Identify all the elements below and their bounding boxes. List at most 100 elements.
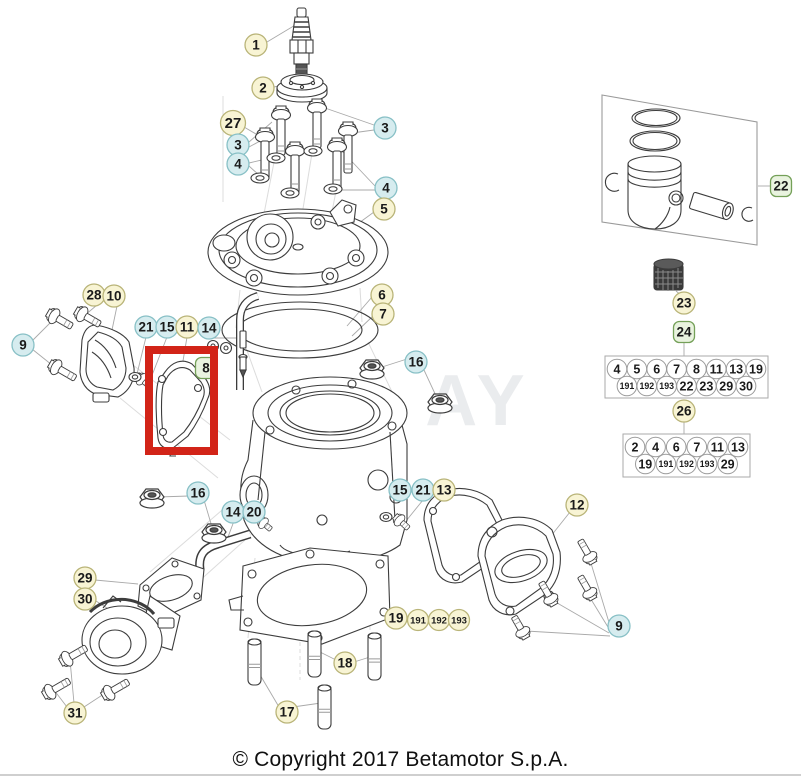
cylinder-stud[interactable]	[307, 630, 322, 678]
cylinder-stud[interactable]	[317, 684, 332, 730]
strip-ref-6[interactable]: 6	[646, 358, 668, 380]
strip-ref-11[interactable]: 11	[705, 358, 727, 380]
bolt[interactable]	[574, 536, 600, 566]
bolt[interactable]	[40, 674, 74, 703]
callout-14[interactable]: 14	[221, 500, 245, 524]
bolt[interactable]	[254, 127, 276, 180]
valve-cover[interactable]	[79, 324, 135, 403]
callout-29[interactable]: 29	[73, 566, 97, 590]
callout-5[interactable]: 5	[372, 197, 396, 221]
dowel-pin[interactable]	[239, 330, 247, 349]
plug-seal[interactable]	[276, 73, 328, 103]
water-hose[interactable]	[195, 529, 252, 571]
callout-4[interactable]: 4	[226, 152, 250, 176]
strip-ref-192[interactable]: 192	[676, 453, 697, 475]
strip-ref-6[interactable]: 6	[665, 436, 687, 458]
callout-193[interactable]: 193	[447, 608, 471, 632]
bolt[interactable]	[99, 675, 133, 704]
callout-24[interactable]: 24	[672, 320, 696, 344]
flange-nut[interactable]	[427, 393, 453, 414]
strip-ref-192[interactable]: 192	[636, 375, 658, 397]
bolt[interactable]	[284, 141, 306, 194]
callout-2[interactable]: 2	[251, 76, 275, 100]
cylinder[interactable]	[239, 376, 408, 565]
washer[interactable]	[266, 152, 286, 164]
bolt[interactable]	[574, 572, 600, 602]
cylinder-stud[interactable]	[367, 632, 382, 681]
callout-15[interactable]: 15	[155, 315, 179, 339]
strip-ref-193[interactable]: 193	[696, 453, 718, 475]
callout-7[interactable]: 7	[371, 302, 395, 326]
callout-1[interactable]: 1	[244, 33, 268, 57]
strip-ref-11[interactable]: 11	[707, 436, 728, 458]
callout-21[interactable]: 21	[411, 478, 435, 502]
callout-3[interactable]: 3	[373, 116, 397, 140]
strip-ref-30[interactable]: 30	[735, 375, 757, 397]
strip-ref-7[interactable]: 7	[666, 358, 687, 380]
bolt[interactable]	[535, 578, 561, 608]
bolt[interactable]	[507, 613, 533, 642]
washer[interactable]	[280, 187, 300, 199]
callout-23[interactable]: 23	[672, 291, 696, 315]
callout-191[interactable]: 191	[406, 608, 430, 632]
callout-19[interactable]: 19	[384, 606, 408, 630]
flange-nut[interactable]	[359, 359, 385, 380]
strip-ref-22[interactable]: 22	[676, 375, 697, 397]
washer[interactable]	[128, 371, 142, 383]
strip-ref-8[interactable]: 8	[686, 358, 707, 380]
strip-ref-7[interactable]: 7	[686, 436, 708, 458]
callout-22[interactable]: 22	[769, 174, 793, 198]
bolt[interactable]	[46, 356, 80, 385]
intake-manifold[interactable]	[81, 595, 181, 675]
strip-ref-13[interactable]: 13	[725, 358, 747, 380]
strip-ref-29[interactable]: 29	[717, 453, 739, 475]
bolt[interactable]	[44, 305, 76, 333]
callout-9[interactable]: 9	[607, 614, 631, 638]
strip-ref-19[interactable]: 19	[745, 358, 767, 380]
washer[interactable]	[303, 145, 323, 157]
callout-21[interactable]: 21	[134, 315, 158, 339]
callout-17[interactable]: 17	[275, 700, 299, 724]
strip-ref-4[interactable]: 4	[645, 436, 666, 458]
callout-31[interactable]: 31	[63, 701, 87, 725]
callout-20[interactable]: 20	[242, 500, 266, 524]
valve-cover-gasket[interactable]	[155, 360, 211, 457]
bolt[interactable]	[72, 303, 104, 331]
bolt[interactable]	[326, 137, 348, 190]
bolt[interactable]	[270, 105, 292, 156]
side-cover[interactable]	[477, 516, 561, 616]
vent-hose[interactable]	[236, 292, 260, 390]
piston-bearing[interactable]	[653, 258, 684, 291]
strip-ref-191[interactable]: 191	[655, 453, 677, 475]
strip-ref-19[interactable]: 19	[635, 453, 656, 475]
washer[interactable]	[250, 172, 270, 184]
strip-ref-193[interactable]: 193	[656, 375, 677, 397]
callout-192[interactable]: 192	[427, 608, 451, 632]
callout-18[interactable]: 18	[333, 651, 357, 675]
cylinder-head[interactable]	[207, 199, 389, 296]
callout-9[interactable]: 9	[11, 333, 35, 357]
callout-28[interactable]: 28	[82, 283, 106, 307]
callout-16[interactable]: 16	[186, 481, 210, 505]
strip-ref-5[interactable]: 5	[626, 358, 648, 380]
cylinder-stud[interactable]	[247, 638, 262, 686]
strip-ref-191[interactable]: 191	[616, 375, 638, 397]
piston-kit-panel[interactable]	[601, 94, 758, 246]
strip-ref-13[interactable]: 13	[727, 436, 749, 458]
bolt[interactable]	[337, 121, 359, 174]
bolt[interactable]	[390, 511, 412, 533]
callout-12[interactable]: 12	[565, 493, 589, 517]
bolt[interactable]	[57, 641, 91, 670]
strip-ref-2[interactable]: 2	[624, 436, 646, 458]
base-gasket[interactable]	[228, 547, 391, 645]
flange-nut[interactable]	[201, 523, 227, 544]
callout-30[interactable]: 30	[73, 587, 97, 611]
washer[interactable]	[379, 511, 393, 523]
strip-ref-23[interactable]: 23	[696, 375, 717, 397]
callout-15[interactable]: 15	[388, 478, 412, 502]
callout-16[interactable]: 16	[404, 350, 428, 374]
callout-27[interactable]: 27	[219, 109, 247, 137]
strip-ref-29[interactable]: 29	[715, 375, 737, 397]
callout-4[interactable]: 4	[374, 176, 398, 200]
callout-26[interactable]: 26	[672, 399, 696, 423]
